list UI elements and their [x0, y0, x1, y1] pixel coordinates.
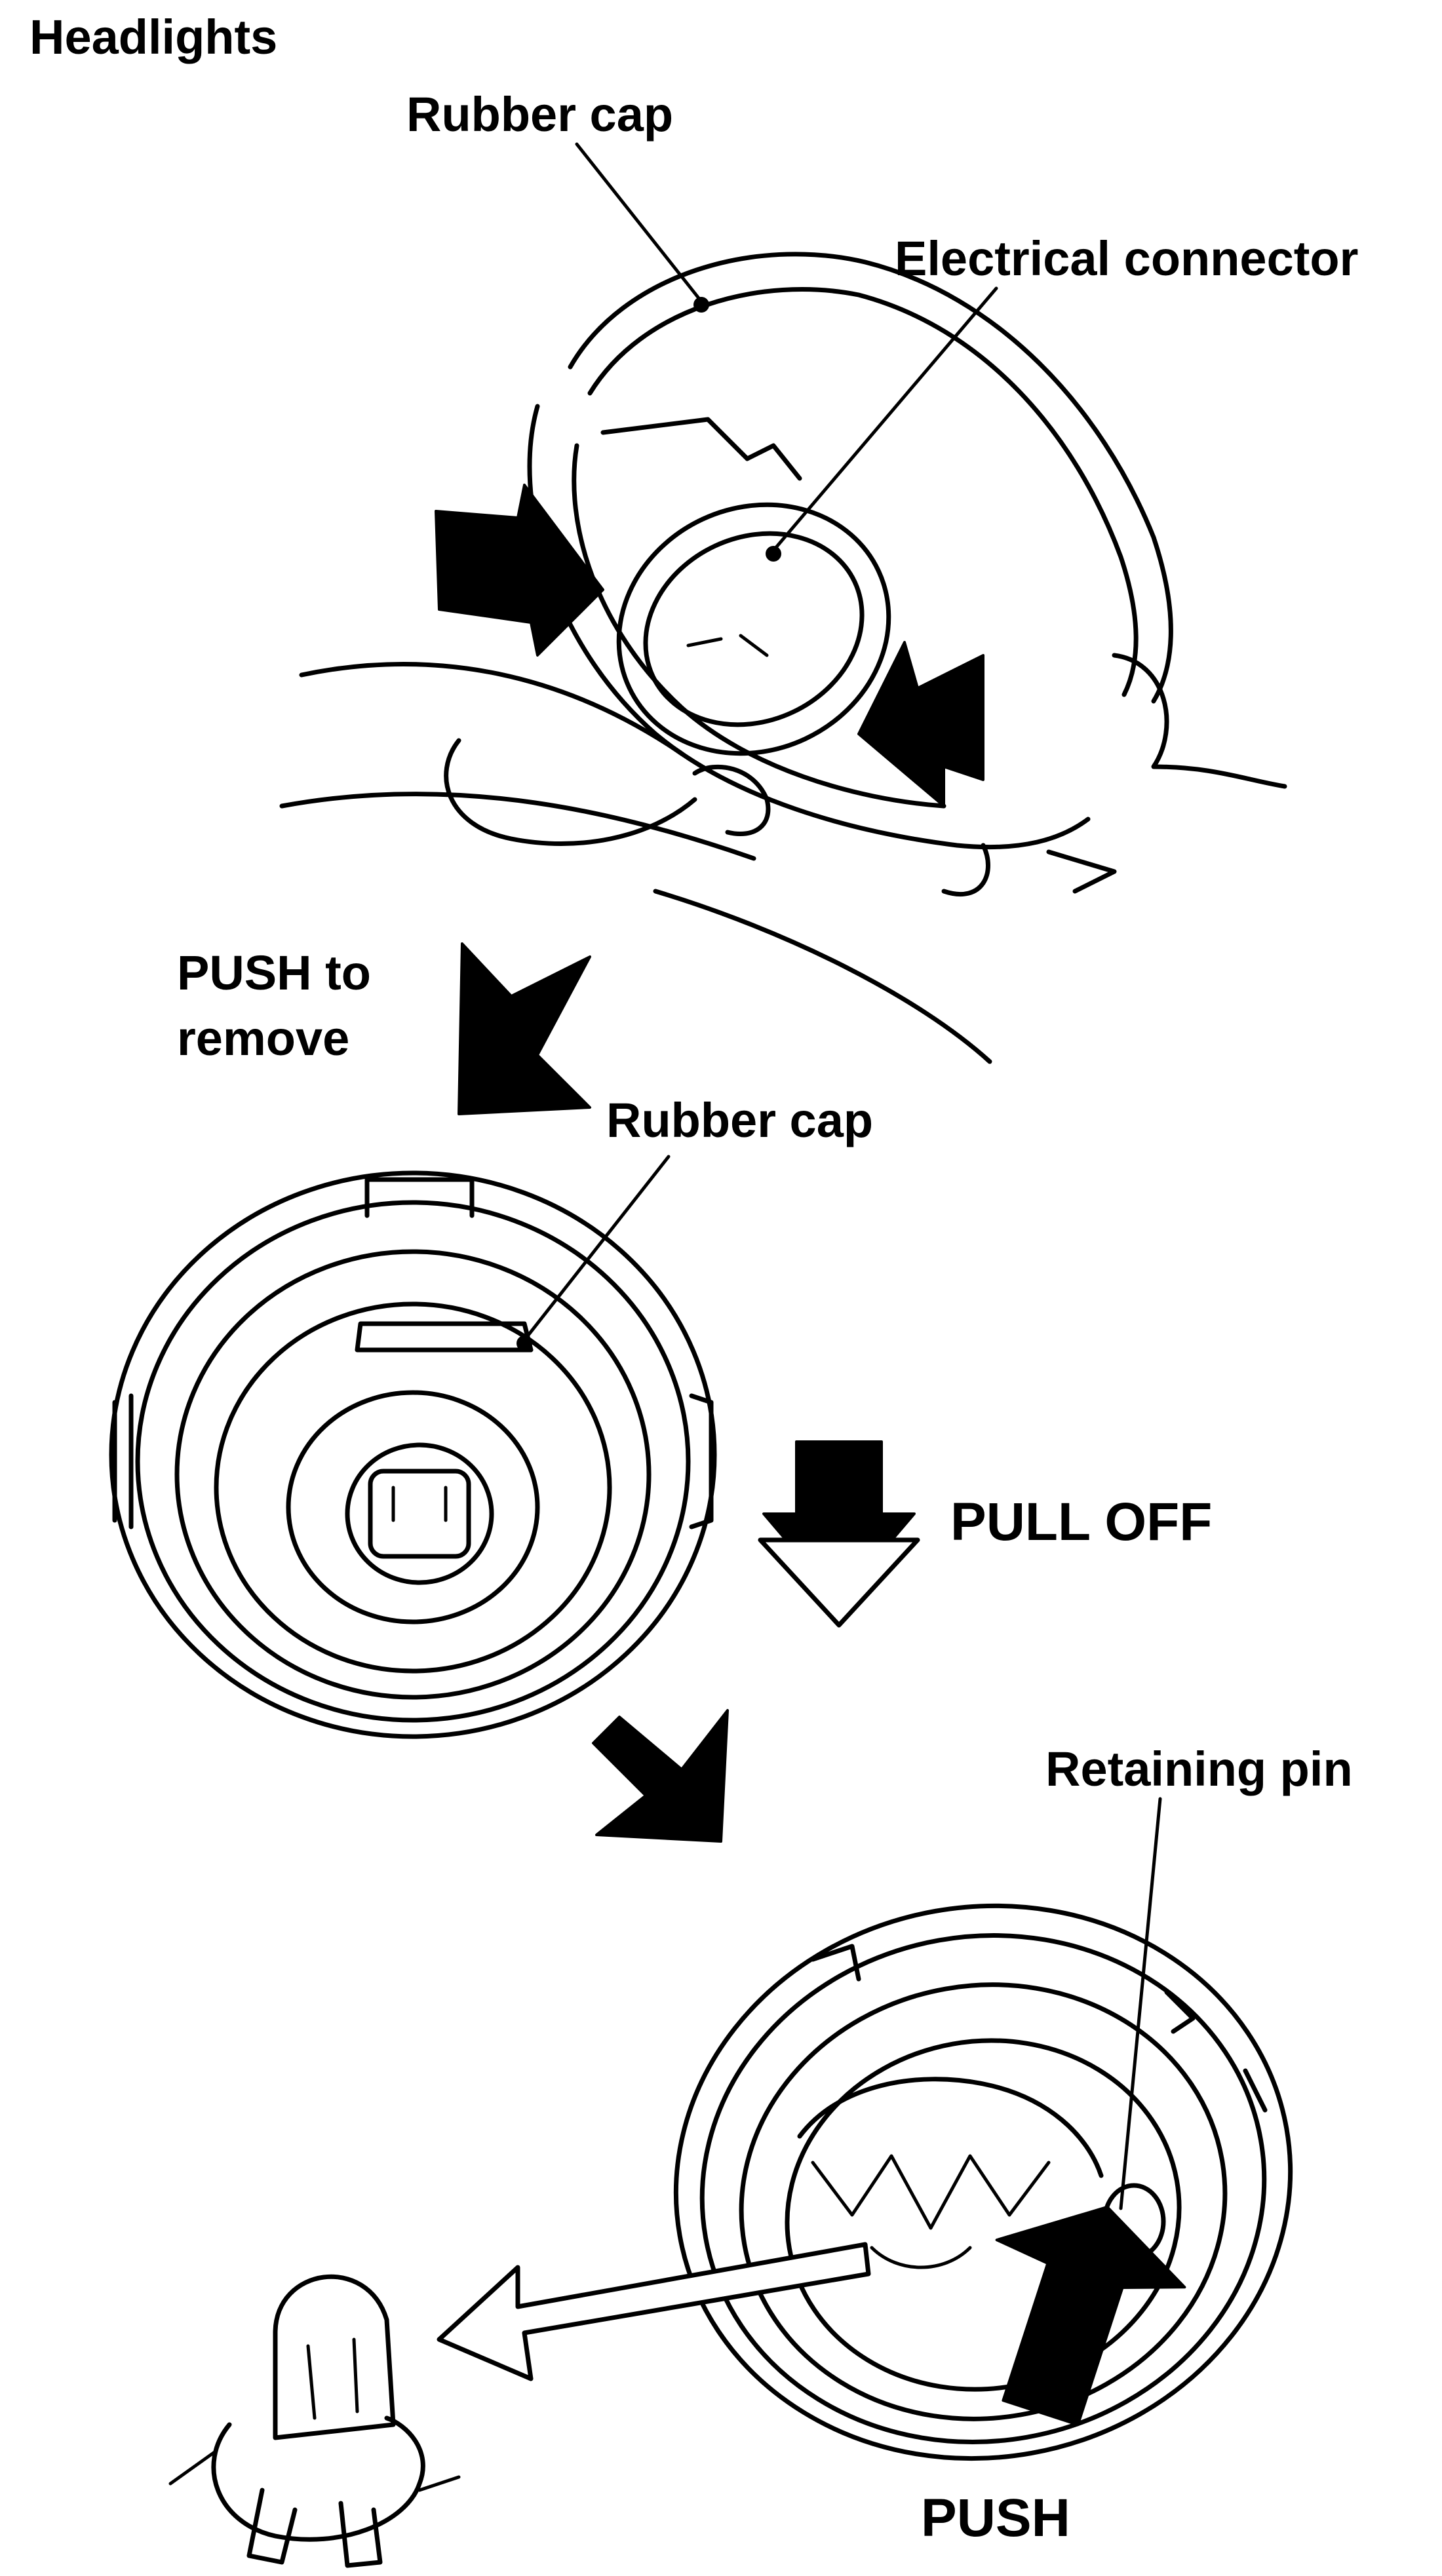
bulb-tabs [168, 2449, 461, 2492]
pull-off-arrow [758, 1440, 920, 1628]
cap-socket [345, 1442, 494, 1585]
cap-ring-1 [109, 1170, 717, 1739]
housing-rim-inner [587, 287, 1139, 697]
connector-latch [692, 764, 771, 837]
label-rubber-cap-top: Rubber cap [406, 87, 673, 142]
label-retaining-pin: Retaining pin [1045, 1742, 1353, 1796]
remove-bulb-arrow [437, 2242, 871, 2381]
wire-harness-upper [299, 662, 684, 756]
leader-rubber-cap-middle [522, 1155, 671, 1342]
bulb-glass [273, 2274, 396, 2440]
push-arrow-socket [995, 2205, 1186, 2427]
rubber-cap-front-view [109, 1155, 717, 1739]
leader-retaining-pin [1119, 1797, 1162, 2210]
step-arrow-2 [592, 1709, 729, 1843]
bulb-flange [797, 2077, 1104, 2178]
cap-tab [600, 417, 802, 481]
step-arrow-1 [458, 942, 591, 1115]
bulb-base [870, 2246, 972, 2269]
socket-ring-4 [785, 2038, 1182, 2392]
leader-rubber-cap-top [575, 142, 703, 303]
label-rubber-cap-middle: Rubber cap [606, 1093, 873, 1147]
cap-edge [941, 843, 990, 897]
cap-upper-lip [355, 1321, 534, 1353]
diagram-title: Headlights [29, 10, 277, 64]
socket-ring-3 [739, 1982, 1228, 2421]
push-arrow-left [435, 484, 604, 657]
electrical-connector-body [643, 531, 865, 727]
cap-side-tab-right [689, 1393, 714, 1529]
cap-ring-4 [214, 1301, 612, 1674]
cap-ring-2 [135, 1200, 691, 1723]
connector-marks [686, 634, 769, 657]
removed-bulb [168, 2274, 461, 2568]
leader-electrical-connector [771, 286, 998, 552]
housing-mount [1112, 653, 1287, 789]
cap-top-tab [364, 1177, 475, 1218]
push-arrow-right [857, 641, 984, 807]
label-pull-off: PULL OFF [950, 1492, 1212, 1552]
bulb-socket-view [437, 1797, 1293, 2461]
leader-dot-rubber-cap-middle [516, 1336, 532, 1351]
harness-clip [444, 738, 697, 846]
label-electrical-connector: Electrical connector [895, 231, 1358, 286]
socket-tabs [810, 1944, 1268, 2113]
cap-terminals [391, 1486, 448, 1522]
cap-side-tab-left [112, 1393, 134, 1529]
cap-ring-5 [286, 1390, 540, 1624]
wire-harness-lower [279, 792, 756, 861]
cap-terminal-block [368, 1469, 471, 1559]
bulb-flange-ring [211, 2415, 425, 2542]
headlight-rear-assembly [279, 142, 1287, 1064]
bulb-filament-supports [306, 2337, 359, 2420]
socket-ring-1 [673, 1903, 1293, 2461]
leader-dot-electrical-connector [766, 546, 781, 562]
cap-ring-3 [174, 1249, 652, 1700]
housing-rim-outer [568, 252, 1173, 704]
connector-collar [616, 502, 891, 756]
leader-dot-rubber-cap-top [693, 297, 709, 313]
socket-ring-2 [699, 1933, 1267, 2444]
retaining-spring [811, 2154, 1051, 2230]
pull-off-arrow-outline [758, 1537, 920, 1628]
bulb-terminals [246, 2488, 383, 2568]
wire-lead [653, 889, 992, 1064]
housing-notch [1046, 849, 1117, 894]
label-push: PUSH [921, 2488, 1070, 2548]
label-push-to-remove-line1: PUSH to [177, 946, 371, 1000]
label-push-to-remove-line2: remove [177, 1011, 349, 1066]
